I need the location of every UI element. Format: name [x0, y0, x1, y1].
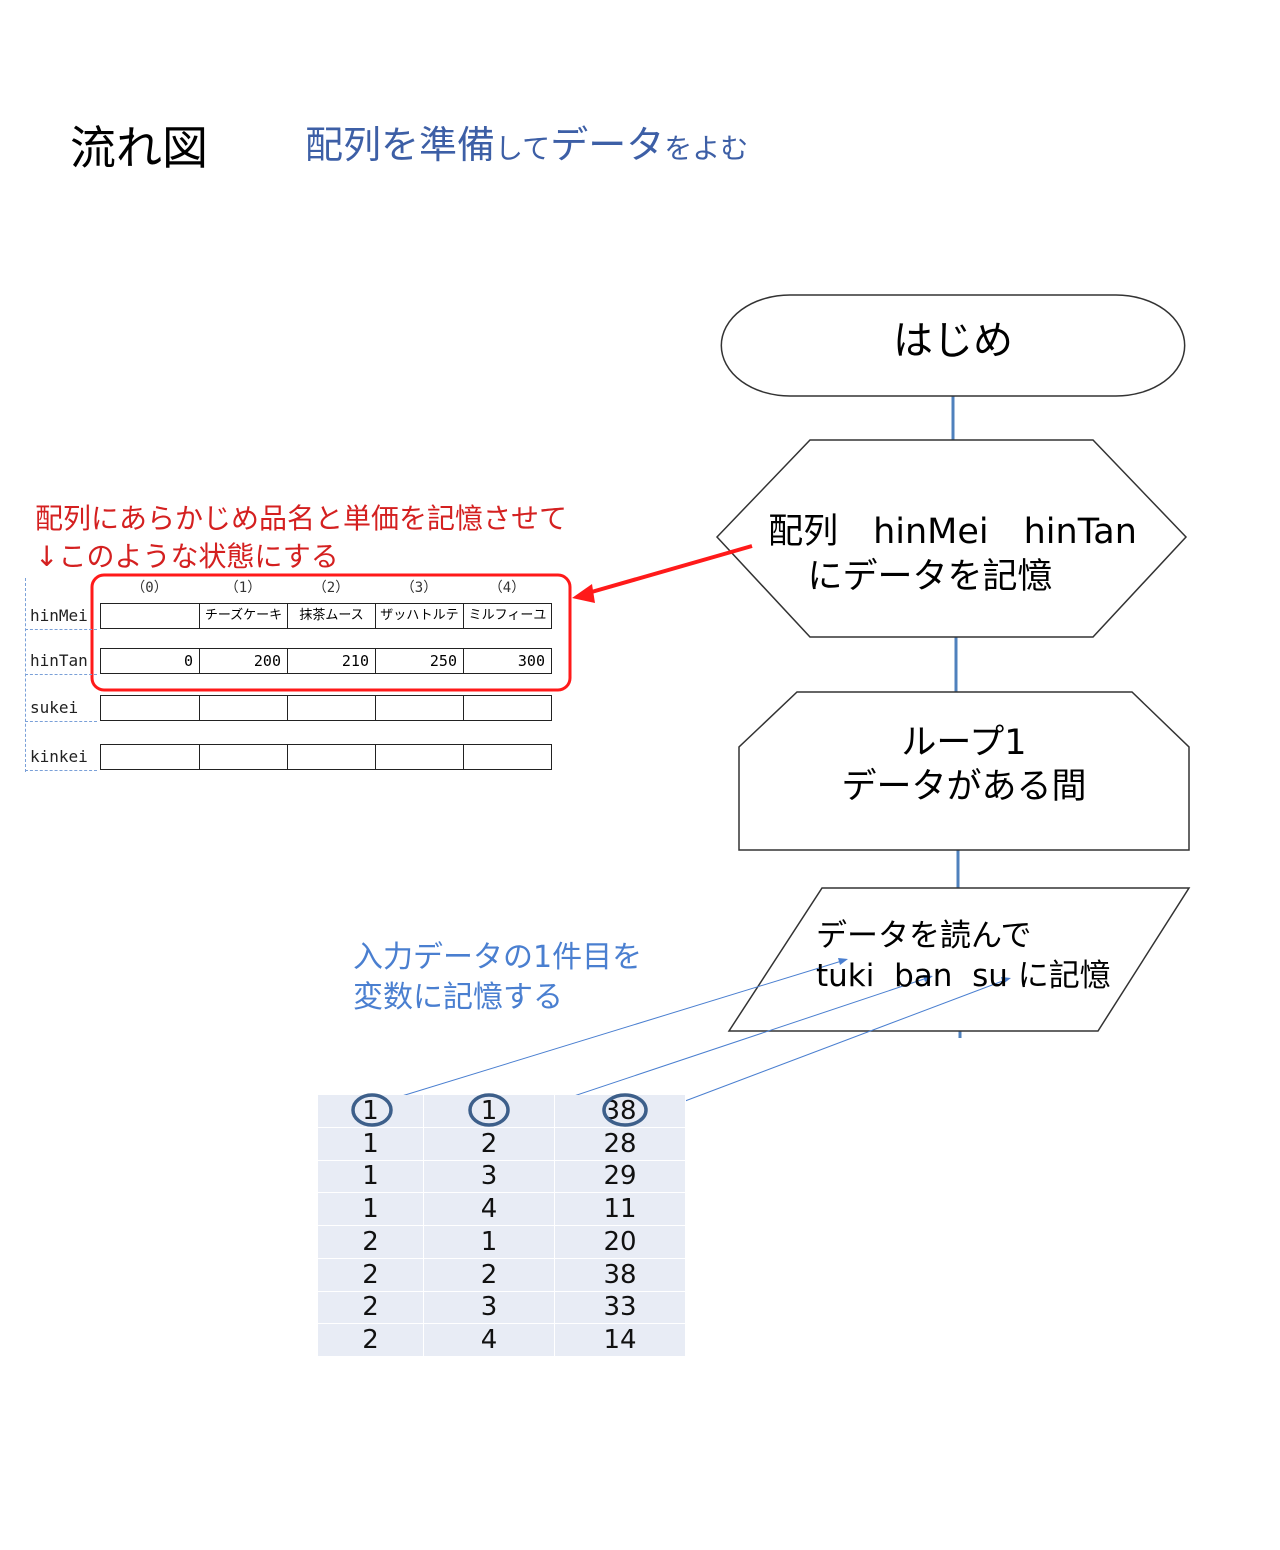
array-cell: 200 [199, 648, 288, 674]
preparation-hexagon [715, 439, 1188, 638]
array-row-divider [25, 721, 97, 722]
table-cell: 14 [554, 1323, 687, 1357]
read-label-line1: データを読んで [816, 918, 1032, 954]
subtitle-part: して [495, 132, 551, 165]
prep-label-line2: にデータを記憶 [807, 557, 1053, 597]
table-cell: 38 [554, 1258, 687, 1292]
red-note-line1: 配列にあらかじめ品名と単価を記憶させて [35, 502, 568, 535]
table-cell: 11 [554, 1192, 687, 1226]
array-cell: ザッハトルテ [375, 603, 464, 629]
table-cell: 1 [318, 1192, 425, 1226]
array-cell: 250 [375, 648, 464, 674]
array-cell [100, 603, 200, 629]
data-arrow-head [1001, 977, 1011, 984]
array-cell [463, 744, 552, 770]
table-cell: 2 [423, 1127, 555, 1161]
array-row-divider [25, 770, 97, 771]
page-title: 流れ図 [70, 121, 208, 175]
table-cell: 2 [318, 1291, 425, 1325]
red-arrow-head [572, 584, 595, 603]
array-cell: 0 [100, 648, 200, 674]
table-cell: 4 [423, 1323, 555, 1357]
subtitle-part: 配列を準備 [305, 123, 496, 167]
array-index-label: （3） [400, 580, 438, 596]
subtitle-part: をよむ [664, 132, 749, 165]
table-cell: 2 [423, 1258, 555, 1292]
loop-start-shape [738, 691, 1190, 851]
table-cell: 1 [423, 1095, 555, 1128]
array-cell: ミルフィーユ [463, 603, 552, 629]
subtitle-part: データ [550, 123, 665, 167]
table-cell: 1 [318, 1160, 425, 1194]
blue-note-line1: 入力データの1件目を [353, 940, 643, 975]
table-cell: 1 [318, 1095, 425, 1128]
array-row-label: hinMei [30, 606, 88, 625]
array-index-label: （0） [131, 580, 168, 596]
array-row-label: kinkei [30, 747, 88, 766]
red-arrow-line [587, 544, 753, 595]
loop-label-line1: ループ1 [901, 723, 1027, 763]
array-cell: 抹茶ムース [287, 603, 376, 629]
array-cell: 300 [463, 648, 552, 674]
array-cell [463, 695, 552, 721]
highlight-box [90, 573, 572, 692]
table-cell: 3 [423, 1160, 555, 1194]
array-index-label: （1） [224, 580, 262, 596]
array-row-label: sukei [30, 698, 79, 717]
array-cell [199, 695, 288, 721]
table-cell: 33 [554, 1291, 687, 1325]
array-row-divider [25, 629, 97, 630]
array-row-label: hinTan [30, 651, 88, 670]
data-arrow-head [838, 958, 848, 965]
table-cell: 2 [318, 1323, 425, 1357]
data-arrow-line [391, 959, 846, 1100]
red-note-line2: ↓このような状態にする [35, 540, 339, 573]
array-cell [199, 744, 288, 770]
array-guide-line [25, 578, 96, 772]
table-cell: 1 [423, 1225, 555, 1259]
array-index-label: （2） [312, 580, 350, 596]
page-subtitle: 配列を準備してデータをよむ [305, 114, 748, 169]
data-arrow-line [647, 978, 1009, 1116]
array-cell [287, 695, 376, 721]
table-cell: 2 [318, 1258, 425, 1292]
array-cell [100, 695, 200, 721]
array-illustration: （0） （1） （2） （3） （4） hinMei チーズケーキ抹茶ムースザッハトルテミル… [0, 0, 600, 800]
table-cell: 29 [554, 1160, 687, 1194]
start-terminator [720, 294, 1186, 397]
array-index-label: （4） [488, 580, 526, 596]
start-label: はじめ [893, 318, 1013, 364]
table-cell: 4 [423, 1192, 555, 1226]
loop-label-line2: データがある間 [841, 767, 1087, 807]
table-cell: 1 [318, 1127, 425, 1161]
array-cell: 210 [287, 648, 376, 674]
table-cell: 28 [554, 1127, 687, 1161]
table-cell: 3 [423, 1291, 555, 1325]
input-parallelogram [727, 887, 1191, 1032]
data-arrow-head [923, 975, 933, 982]
table-cell: 38 [554, 1095, 687, 1128]
data-arrow-line [507, 976, 931, 1119]
array-cell [375, 744, 464, 770]
array-cell: チーズケーキ [199, 603, 288, 629]
array-cell [100, 744, 200, 770]
array-row-divider [25, 674, 97, 675]
table-cell: 2 [318, 1225, 425, 1259]
table-cell: 20 [554, 1225, 687, 1259]
array-cell [375, 695, 464, 721]
array-cell [287, 744, 376, 770]
blue-note-line2: 変数に記憶する [353, 980, 563, 1015]
prep-label-line1: 配列 hinMei hinTan [768, 512, 1137, 552]
read-label-line2: tuki ban su に記憶 [816, 958, 1111, 994]
